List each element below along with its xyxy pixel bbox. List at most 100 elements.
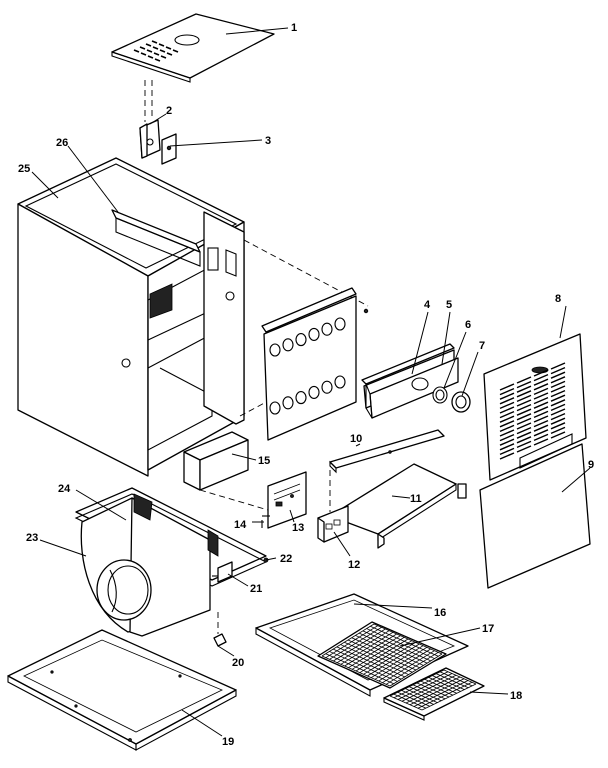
lower-door <box>479 443 591 589</box>
louver-slot <box>533 378 549 386</box>
bottom-panel <box>7 629 237 751</box>
filter-mesh-line <box>374 646 428 680</box>
callout-1: 1 <box>291 22 297 34</box>
louver-slot <box>516 426 532 435</box>
louver-slot <box>516 436 532 444</box>
callout-14: 14 <box>234 519 247 531</box>
filter-mesh-line <box>367 643 420 677</box>
louver-slot <box>550 417 566 425</box>
louver-slot <box>499 397 515 405</box>
louver-slot <box>499 392 515 400</box>
louver-slot <box>533 373 549 382</box>
filter-mesh-line <box>321 623 375 657</box>
vent-slot <box>158 43 165 47</box>
vent-slot <box>154 58 161 62</box>
filter-mesh-line <box>348 635 401 669</box>
louver-slot <box>516 403 532 412</box>
louver-slot <box>499 387 515 396</box>
filter-mesh-line <box>386 651 439 685</box>
louver-slot <box>516 413 532 421</box>
filter-mesh-line <box>397 673 453 700</box>
filter <box>317 621 447 689</box>
filter-mesh-line <box>405 676 461 704</box>
filter-mesh-line <box>393 671 449 699</box>
callout-22: 22 <box>280 553 292 565</box>
burner-hole <box>334 375 346 389</box>
louver-slot <box>533 406 549 414</box>
burner-hole <box>282 396 294 410</box>
filter-mesh-line <box>370 645 424 679</box>
filter-mesh-line <box>329 626 382 660</box>
callout-11: 11 <box>410 493 422 505</box>
filter-mesh-line <box>325 625 378 659</box>
louver-slot <box>516 408 532 416</box>
louver-slot <box>533 433 549 442</box>
sight-ring <box>432 386 448 404</box>
louver-slot <box>550 399 566 407</box>
vent-slot <box>151 40 158 44</box>
louver-slot <box>533 415 549 423</box>
louver-slot <box>516 390 532 398</box>
filter-mesh-line <box>352 636 405 670</box>
louver-slot <box>550 371 566 379</box>
filter-mesh-line <box>389 669 445 697</box>
louver-slot <box>533 387 549 396</box>
filter-mesh-line <box>378 648 431 682</box>
vent-slot <box>146 49 153 53</box>
louver-slot <box>550 385 566 393</box>
callout-16: 16 <box>434 607 446 619</box>
louver-slot <box>499 406 515 414</box>
filter-mesh-line <box>363 641 416 675</box>
callout-7: 7 <box>479 340 485 352</box>
junction-box <box>183 431 249 491</box>
gasket-ring <box>451 391 471 413</box>
limit-bracket <box>139 119 161 159</box>
louver-slot <box>550 403 566 412</box>
callout-13: 13 <box>292 522 304 534</box>
louver-slot <box>516 385 532 393</box>
vent-slot <box>145 43 152 47</box>
louver-slot <box>550 422 566 430</box>
callout-21: 21 <box>250 583 262 595</box>
louver-slot <box>516 394 532 403</box>
louver-slot <box>550 389 566 398</box>
manifold-panels <box>361 343 459 419</box>
louver-slot <box>499 410 515 419</box>
callout-17: 17 <box>482 623 494 635</box>
louver-slot <box>499 447 515 456</box>
louver-slot <box>533 419 549 428</box>
filter-mesh-line <box>355 638 409 672</box>
burner-box <box>317 429 467 549</box>
louver-slot <box>533 410 549 419</box>
louver-slot <box>533 429 549 437</box>
filter-mesh-line <box>382 650 435 684</box>
vent-slot <box>152 46 159 50</box>
callout-19: 19 <box>222 736 234 748</box>
callout-4: 4 <box>424 299 431 311</box>
vent-slot <box>139 46 146 50</box>
callout-5: 5 <box>446 299 452 311</box>
vent-slot <box>133 49 140 53</box>
louver-slot <box>516 376 532 384</box>
callout-18: 18 <box>510 690 522 702</box>
vent-slot <box>172 49 179 53</box>
burner-hole <box>321 380 333 394</box>
callout-26: 26 <box>56 137 68 149</box>
blower-assembly <box>74 487 269 637</box>
callout-25: 25 <box>18 163 30 175</box>
burner-hole <box>295 333 307 347</box>
filter-mesh-line <box>336 630 390 664</box>
filter-mesh-line <box>340 631 394 665</box>
louver-slot <box>533 383 549 391</box>
top-panel <box>111 13 275 83</box>
burner-hole <box>308 327 320 341</box>
louver-slot <box>499 433 515 442</box>
louver-slot <box>533 401 549 409</box>
louver-slot <box>516 399 532 407</box>
vent-slot <box>147 55 154 59</box>
louver-slot <box>516 440 532 449</box>
louver-slot <box>516 431 532 439</box>
louver-slot <box>499 429 515 437</box>
filter-mesh-line <box>409 678 465 706</box>
